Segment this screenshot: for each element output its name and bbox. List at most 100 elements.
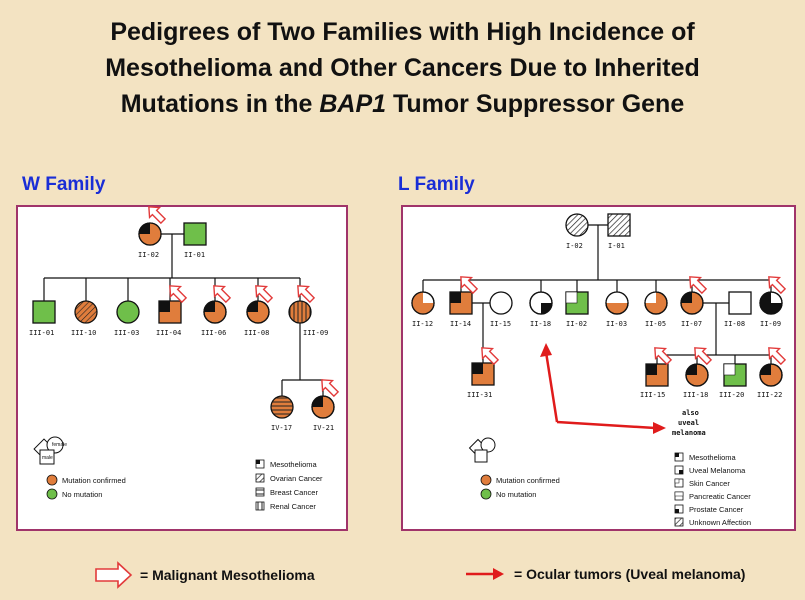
l-meso-arrows — [460, 276, 787, 366]
w-status-legend: Mutation confirmed No mutation — [46, 474, 126, 500]
l-ocular-arrow — [544, 351, 656, 430]
l-person-II-09 — [759, 291, 783, 315]
w-id-III-10: III-10 — [71, 329, 96, 337]
w-person-II-02 — [138, 222, 162, 246]
l-note-line-2: uveal — [678, 419, 699, 427]
l-ocular-arrowhead-up — [540, 343, 552, 357]
l-id-III-31: III-31 — [467, 391, 492, 399]
w-id-III-08: III-08 — [244, 329, 269, 337]
l-person-III-18 — [685, 363, 709, 387]
w-id-IV-21: IV-21 — [313, 424, 334, 432]
l-id-II-15: II-15 — [490, 320, 511, 328]
w-arrow-III-09 — [297, 285, 316, 304]
w-person-II-01 — [183, 222, 207, 246]
l-id-II-08: II-08 — [724, 320, 745, 328]
l-arrow-III-15 — [654, 347, 673, 366]
w-person-III-08 — [246, 300, 270, 324]
l-note-line-3: melanoma — [672, 429, 706, 437]
l-arrow-III-31 — [481, 347, 500, 366]
l-arrow-II-09 — [768, 276, 787, 295]
w-id-III-06: III-06 — [201, 329, 226, 337]
w-legend-renal: Renal Cancer — [270, 502, 316, 511]
legend-meso-text: = Malignant Mesothelioma — [140, 567, 315, 583]
w-person-IV-21 — [311, 395, 335, 419]
w-id-II-01: II-01 — [184, 251, 205, 259]
title-line-3-suffix: Tumor Suppressor Gene — [386, 90, 685, 118]
l-person-II-05 — [644, 291, 668, 315]
l-legend-nomutation: No mutation — [496, 490, 536, 499]
l-person-II-02 — [565, 291, 589, 315]
l-id-II-05: II-05 — [645, 320, 666, 328]
l-id-III-15: III-15 — [640, 391, 665, 399]
l-sex-legend — [468, 437, 496, 463]
title-line-1: Pedigrees of Two Families with High Inci… — [110, 18, 695, 46]
l-person-III-31 — [471, 362, 495, 386]
w-family-panel — [16, 205, 348, 531]
l-id-II-18: II-18 — [530, 320, 551, 328]
w-legend-nomutation-swatch — [46, 488, 58, 500]
l-id-II-12: II-12 — [412, 320, 433, 328]
l-id-III-20: III-20 — [719, 391, 744, 399]
l-person-II-03 — [605, 291, 629, 315]
l-family-label: L Family — [398, 174, 475, 195]
w-id-III-03: III-03 — [114, 329, 139, 337]
l-legend-uveal: Uveal Melanoma — [689, 466, 746, 475]
w-arrow-III-06 — [213, 285, 232, 304]
l-person-III-22 — [759, 363, 783, 387]
l-arrow-II-14 — [460, 276, 479, 295]
w-arrow-III-04 — [169, 285, 188, 304]
w-id-IV-17: IV-17 — [271, 424, 292, 432]
l-person-II-07 — [680, 291, 704, 315]
l-ocular-arrowhead-right — [653, 422, 666, 434]
l-legend-prostate: Prostate Cancer — [689, 505, 744, 514]
l-id-III-22: III-22 — [757, 391, 782, 399]
w-person-III-06 — [203, 300, 227, 324]
l-id-II-07: II-07 — [681, 320, 702, 328]
l-legend-mutation: Mutation confirmed — [496, 476, 560, 485]
w-id-III-09: III-09 — [303, 329, 328, 337]
w-meso-arrows — [148, 206, 340, 398]
l-id-II-09: II-09 — [760, 320, 781, 328]
l-arrow-II-07 — [689, 276, 708, 295]
l-person-II-12 — [411, 291, 435, 315]
l-person-II-18 — [529, 291, 553, 315]
w-legend-ovarian: Ovarian Cancer — [270, 474, 323, 483]
w-legend-mutation: Mutation confirmed — [62, 476, 126, 485]
l-legend-meso: Mesothelioma — [689, 453, 737, 462]
w-sex-male-label: male — [42, 455, 53, 461]
w-family-label: W Family — [22, 174, 106, 195]
w-person-IV-17 — [270, 395, 294, 419]
l-id-I-02: I-02 — [566, 242, 583, 250]
l-legend-nomutation-swatch — [480, 488, 492, 500]
l-person-II-15 — [489, 291, 513, 315]
l-person-III-15 — [645, 363, 669, 387]
w-legend-breast: Breast Cancer — [270, 488, 318, 497]
l-id-III-18: III-18 — [683, 391, 708, 399]
l-note-line-1: also — [682, 409, 699, 417]
title-line-3: Mutations in the BAP1 Tumor Suppressor G… — [0, 86, 805, 122]
slide-title: Pedigrees of Two Families with High Inci… — [0, 14, 805, 122]
l-person-III-20 — [723, 363, 747, 387]
legend-hollow-arrow-icon — [95, 561, 133, 589]
w-sex-female-label: female — [52, 442, 67, 448]
l-cancer-legend: Mesothelioma Uveal Melanoma Skin Cancer … — [674, 452, 751, 527]
title-line-3-prefix: Mutations in the — [120, 90, 320, 118]
l-arrow-III-18 — [694, 347, 713, 366]
w-person-III-09 — [288, 300, 312, 324]
w-arrow-IV-21 — [321, 379, 340, 398]
l-arrow-III-22 — [768, 347, 787, 366]
w-person-III-10 — [74, 300, 98, 324]
w-legend-mutation-swatch — [46, 474, 58, 486]
gene-name: BAP1 — [319, 90, 387, 118]
w-legend-nomutation: No mutation — [62, 490, 102, 499]
w-person-III-04 — [158, 300, 182, 324]
w-arrow-II-02 — [148, 206, 167, 225]
title-line-2: Mesothelioma and Other Cancers Due to In… — [105, 54, 700, 82]
w-person-III-01 — [32, 300, 56, 324]
l-status-legend: Mutation confirmed No mutation — [480, 474, 560, 500]
w-person-III-03 — [116, 300, 140, 324]
l-id-II-14: II-14 — [450, 320, 471, 328]
legend-ocular-text: = Ocular tumors (Uveal melanoma) — [514, 566, 745, 582]
w-id-III-04: III-04 — [156, 329, 181, 337]
